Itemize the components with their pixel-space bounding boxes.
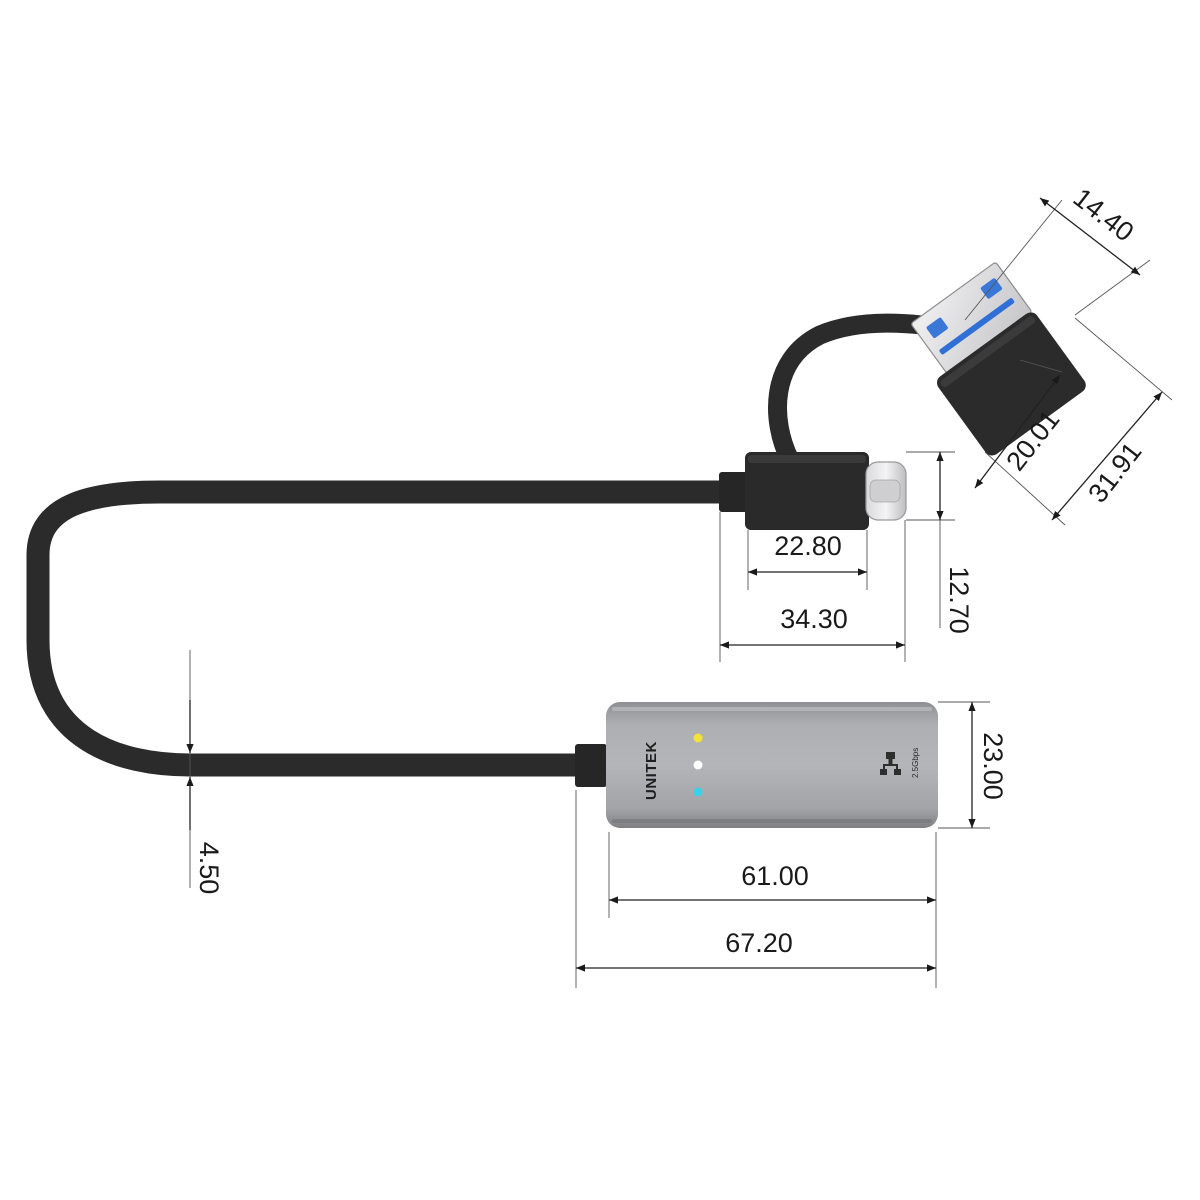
dim-body-height: 23.00: [938, 701, 1008, 829]
brand-logo: UNITEK: [643, 741, 660, 800]
svg-text:34.30: 34.30: [780, 604, 848, 634]
dim-total-length: 67.20: [575, 790, 937, 988]
led-yellow: [693, 733, 703, 743]
cable-strain-relief-usbc: [719, 472, 749, 512]
svg-text:23.00: 23.00: [978, 732, 1008, 800]
dim-cable-diameter: 4.50: [186, 650, 224, 895]
dim-usbc-total-length: 34.30: [719, 512, 906, 662]
dim-usbc-head-length: 22.80: [747, 530, 868, 590]
svg-text:4.50: 4.50: [194, 842, 224, 895]
led-white: [693, 760, 703, 770]
usb-c-connector: [745, 452, 907, 530]
led-cyan: [693, 787, 703, 797]
svg-text:61.00: 61.00: [741, 861, 809, 891]
cable-strain-relief-body: [575, 744, 607, 787]
svg-text:12.70: 12.70: [944, 566, 974, 634]
svg-text:67.20: 67.20: [725, 928, 793, 958]
svg-text:22.80: 22.80: [774, 531, 842, 561]
dim-body-length: 61.00: [608, 832, 937, 918]
dim-usbc-height: 12.70: [906, 451, 974, 634]
ethernet-port-icon: [880, 752, 901, 775]
speed-label: 2.5Gbps: [911, 748, 920, 778]
svg-text:14.40: 14.40: [1068, 182, 1140, 247]
ethernet-adapter-body: UNITEK 2.5Gbps: [606, 702, 938, 828]
